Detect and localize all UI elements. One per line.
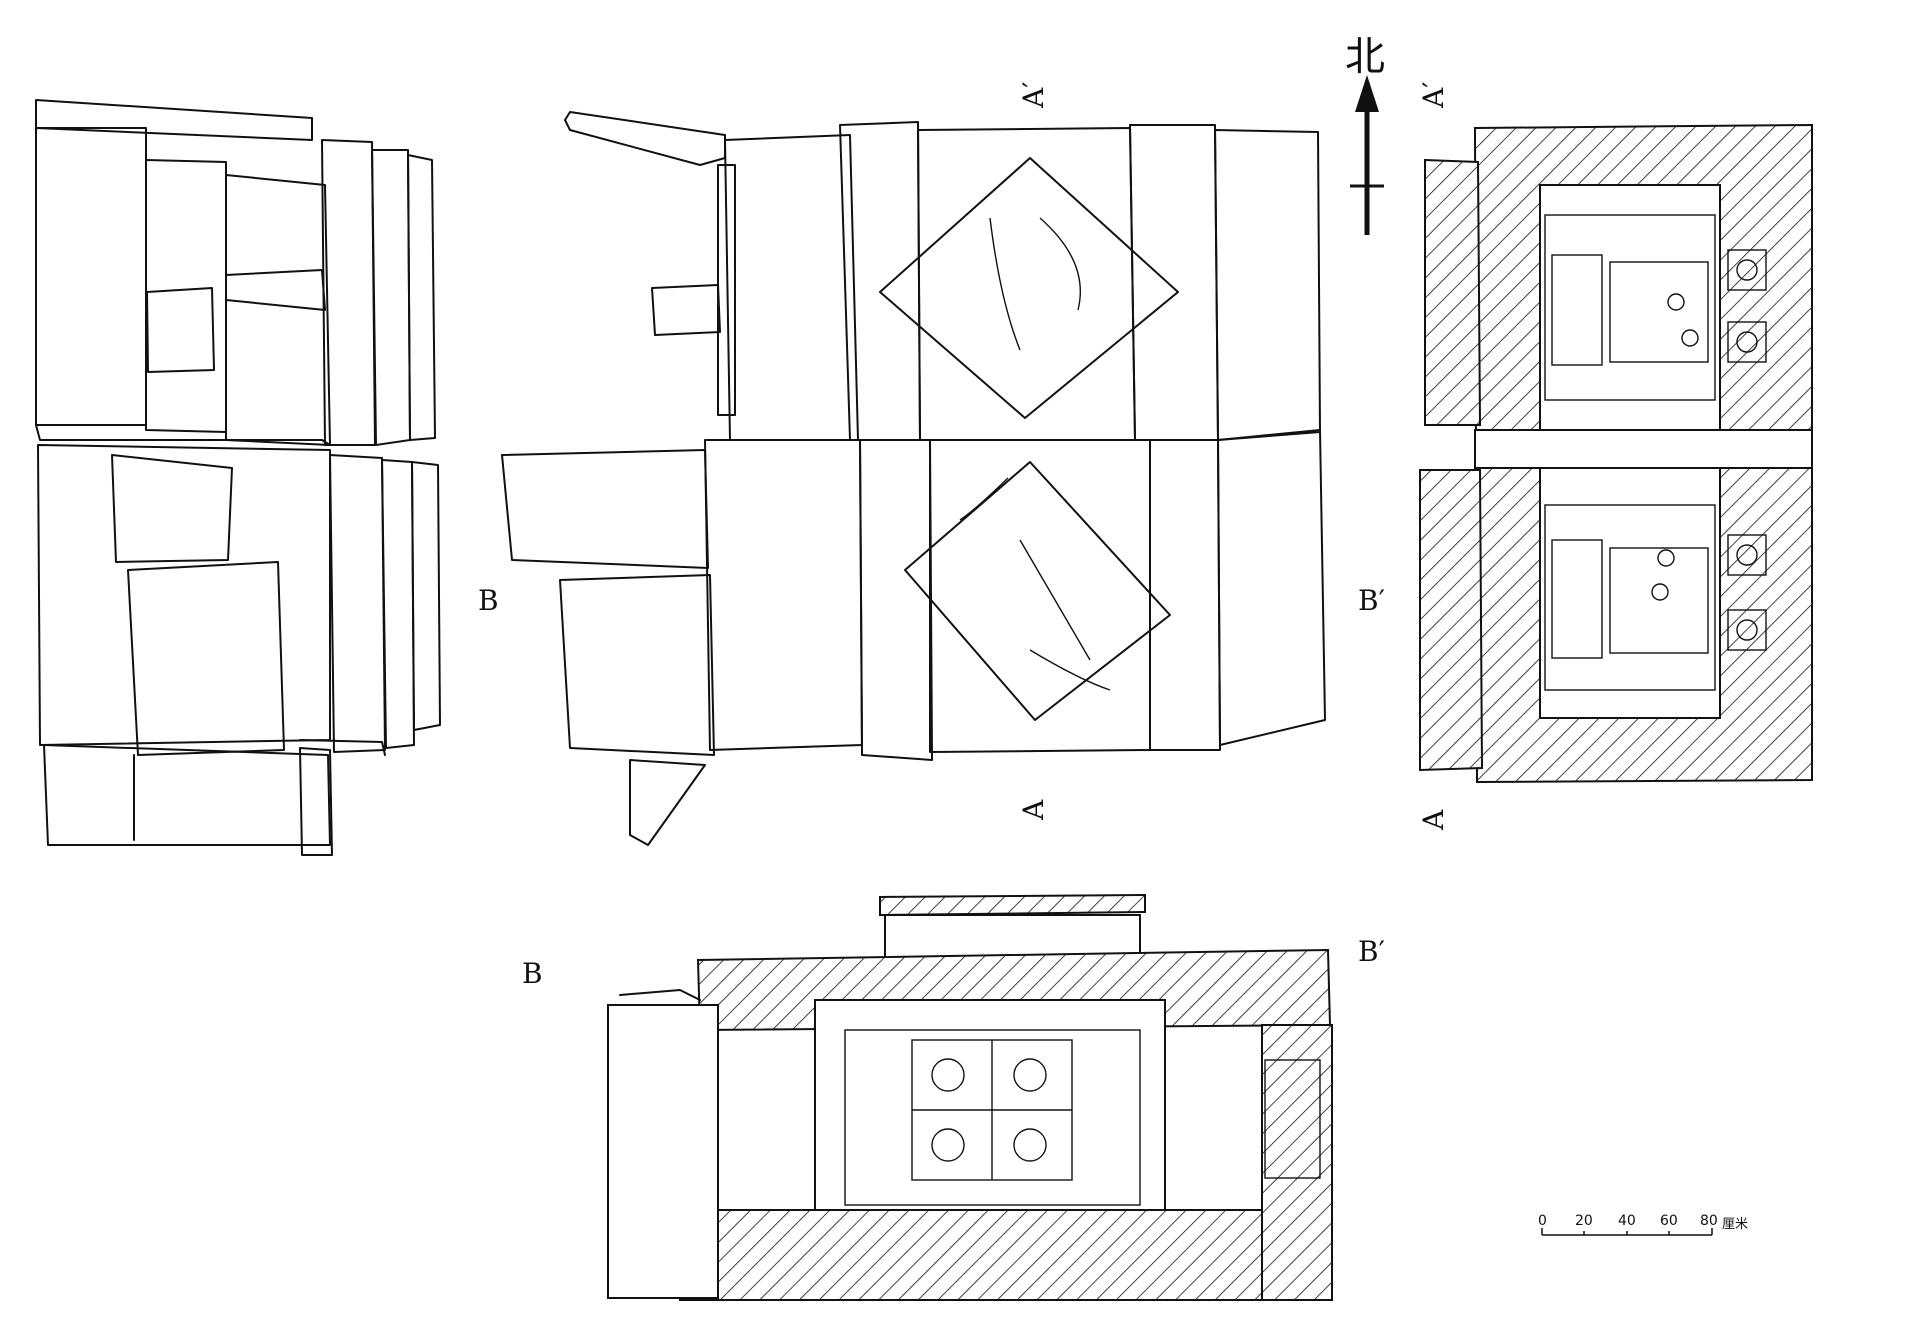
section-b-view: [607, 893, 1333, 1301]
section-label-a-center: A: [1017, 799, 1050, 820]
north-label: 北: [1345, 34, 1385, 80]
plan-view: [501, 111, 1326, 846]
scale-tick-40: 40: [1618, 1213, 1636, 1229]
section-label-a-right: A: [1417, 809, 1450, 830]
scale-unit: 厘米: [1722, 1217, 1749, 1232]
carved-panels: [911, 1039, 1073, 1181]
scale-tick-0: 0: [1538, 1213, 1547, 1229]
section-label-b-prime-section: B′: [1358, 935, 1385, 968]
lower-chamber: [1544, 504, 1767, 691]
north-arrow: [1350, 75, 1384, 235]
section-label-b-section: B: [522, 957, 543, 990]
section-label-b-prime-plan: B′: [1358, 584, 1385, 617]
section-a-view: [1419, 123, 1813, 784]
section-label-b-plan: B: [478, 584, 499, 617]
scale-tick-80: 80: [1700, 1213, 1718, 1229]
scale-tick-20: 20: [1575, 1213, 1593, 1229]
upper-chamber: [1544, 214, 1767, 401]
section-label-a-prime-right: A′: [1417, 81, 1450, 108]
scale-bar: [1541, 1228, 1713, 1236]
scale-tick-60: 60: [1660, 1213, 1678, 1229]
section-label-a-prime-center: A′: [1017, 81, 1050, 108]
side-elevation-view: [35, 99, 441, 856]
